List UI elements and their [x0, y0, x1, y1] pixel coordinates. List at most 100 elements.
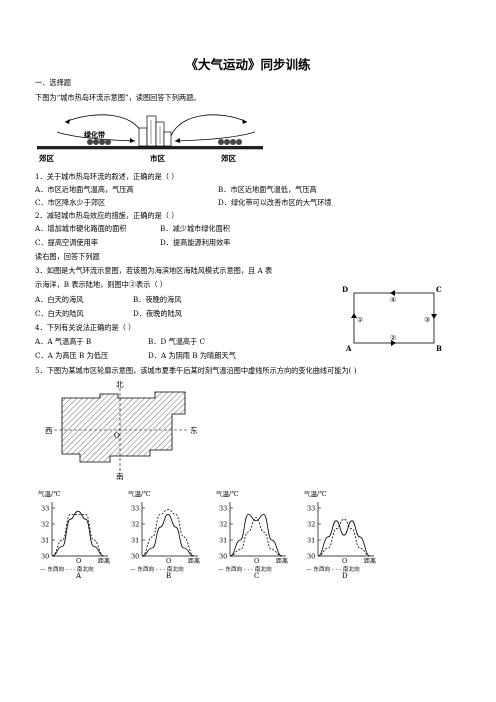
- green-belt-label: 绿化带: [84, 130, 105, 139]
- origin-label: O: [76, 557, 81, 565]
- label-4: ④: [390, 296, 396, 304]
- y-tick-label: 31: [219, 536, 227, 544]
- q4-option-a[interactable]: A．A 气温高于 B: [35, 337, 92, 346]
- building: [146, 115, 157, 147]
- y-tick-label: 32: [307, 520, 315, 528]
- q2-option-d[interactable]: D．提高能源利用效率: [160, 238, 231, 247]
- y-tick-label: 30: [41, 552, 49, 560]
- suburb-right-label: 郊区: [221, 153, 236, 163]
- section-heading: 一、选择题: [35, 78, 71, 87]
- y-tick-label: 33: [307, 504, 315, 512]
- y-axis-label: 气温/℃: [216, 489, 238, 498]
- north-label: 北: [116, 380, 124, 389]
- series-east-west: [141, 513, 195, 557]
- x-axis-label: 距离: [98, 557, 110, 565]
- ground-line: [37, 146, 263, 149]
- option-label: D: [342, 572, 348, 578]
- y-tick-label: 33: [131, 504, 139, 512]
- series-east-west: [317, 520, 371, 557]
- origin-label: O: [114, 432, 120, 440]
- green-belt-trees: [87, 139, 111, 145]
- q3-option-c[interactable]: C．白天的陆风: [35, 309, 84, 318]
- y-tick-label: 31: [131, 536, 139, 544]
- series-north-south: [51, 514, 105, 557]
- lower-flow-right: [174, 131, 256, 142]
- series-north-south: [141, 509, 195, 557]
- q3-stem-line1: 3．如图是大气环流示意图，若该图为海滨地区海陆风模式示意图，且 A 表: [35, 266, 273, 275]
- y-tick-label: 32: [219, 520, 227, 528]
- option-label: B: [166, 572, 171, 578]
- legend: — 东西向 - - - 南北向: [130, 565, 184, 573]
- x-axis-label: 距离: [188, 557, 200, 565]
- label-B: B: [436, 344, 442, 353]
- y-tick-label: 32: [131, 520, 139, 528]
- y-axis-label: 气温/℃: [38, 489, 60, 498]
- label-3: ③: [424, 316, 430, 324]
- origin-label: O: [342, 557, 347, 565]
- q4-option-d[interactable]: D．A 为阴雨 B 为晴朗天气: [148, 351, 236, 360]
- legend: — 东西向 - - - 南北向: [40, 565, 94, 573]
- heat-island-diagram: 绿化带 郊区 市区 郊区: [37, 114, 263, 163]
- y-tick-label: 33: [41, 504, 49, 512]
- west-label: 西: [45, 426, 53, 435]
- south-label: 南: [116, 471, 124, 480]
- legend: — 东西向 - - - 南北向: [218, 565, 272, 573]
- q4-stem: 4．下列有关说法正确的是（ ）: [35, 323, 136, 332]
- x-axis-label: 距离: [276, 557, 288, 565]
- origin-label: O: [254, 557, 259, 565]
- suburb-left-label: 郊区: [39, 153, 54, 163]
- page-title: 《大气运动》同步训练: [185, 57, 311, 72]
- intro-text: 下图为“城市热岛环流示意图”，读图回答下列两题。: [35, 93, 201, 102]
- city-area: [61, 391, 186, 463]
- city-label: 市区: [150, 153, 165, 163]
- q1-option-d[interactable]: D．绿化带可以改善市区的大气环境: [218, 198, 332, 207]
- circulation-box-diagram: D C A B ① ② ③ ④: [342, 285, 442, 353]
- building: [163, 131, 172, 147]
- q3-option-b[interactable]: B．夜晚的海风: [133, 295, 182, 304]
- trees-right: [218, 139, 242, 145]
- option-label: C: [254, 572, 259, 578]
- label-A: A: [345, 344, 352, 353]
- series-north-south: [317, 518, 371, 557]
- legend: — 东西向 - - - 南北向: [306, 565, 360, 573]
- q1-stem: 1．关于城市热岛环流的叙述，正确的是（ ）: [35, 172, 179, 181]
- y-tick-label: 31: [307, 536, 315, 544]
- series-east-west: [51, 510, 105, 557]
- option-label: A: [75, 572, 82, 578]
- q1-option-b[interactable]: B．市区近地面气温低，气压高: [218, 185, 317, 194]
- y-axis-label: 气温/℃: [304, 489, 326, 498]
- y-tick-label: 31: [41, 536, 49, 544]
- series-north-south: [229, 517, 283, 557]
- q3-stem-line2: 示海洋，B 表示陆地，则图中②表示（ ）: [35, 280, 168, 289]
- read-figure-note: 读右图，回答下列题: [35, 252, 100, 261]
- q3-option-d[interactable]: D．夜晚的陆风: [133, 309, 182, 318]
- y-tick-label: 30: [219, 552, 227, 560]
- q2-option-c[interactable]: C．提高空调使用率: [35, 238, 99, 247]
- label-D: D: [342, 285, 348, 294]
- y-tick-label: 33: [219, 504, 227, 512]
- q2-option-b[interactable]: B．减少城市绿化面积: [160, 224, 230, 233]
- label-2: ②: [390, 334, 396, 342]
- y-tick-label: 30: [307, 552, 315, 560]
- y-axis-label: 气温/℃: [128, 489, 150, 498]
- q1-option-c[interactable]: C．市区降水少于郊区: [35, 198, 106, 207]
- q4-option-c[interactable]: C．A 为高压 B 为低压: [35, 351, 109, 360]
- q4-option-b[interactable]: B．D 气温高于 C: [148, 337, 206, 346]
- lower-flow-left: [56, 131, 136, 142]
- building: [138, 127, 148, 147]
- q3-option-a[interactable]: A．白天的海风: [35, 295, 84, 304]
- label-C: C: [436, 285, 442, 294]
- y-tick-label: 30: [131, 552, 139, 560]
- q2-stem: 2．减轻城市热岛效应的措施，正确的是（ ）: [35, 211, 179, 220]
- x-axis-label: 距离: [364, 557, 376, 565]
- q2-option-a[interactable]: A．增加城市硬化路面的面积: [35, 224, 127, 233]
- q1-option-a[interactable]: A．市区近地面气温高，气压高: [35, 185, 134, 194]
- y-tick-label: 32: [41, 520, 49, 528]
- east-label: 东: [190, 425, 198, 435]
- origin-label: O: [166, 557, 171, 565]
- label-1: ①: [357, 316, 363, 324]
